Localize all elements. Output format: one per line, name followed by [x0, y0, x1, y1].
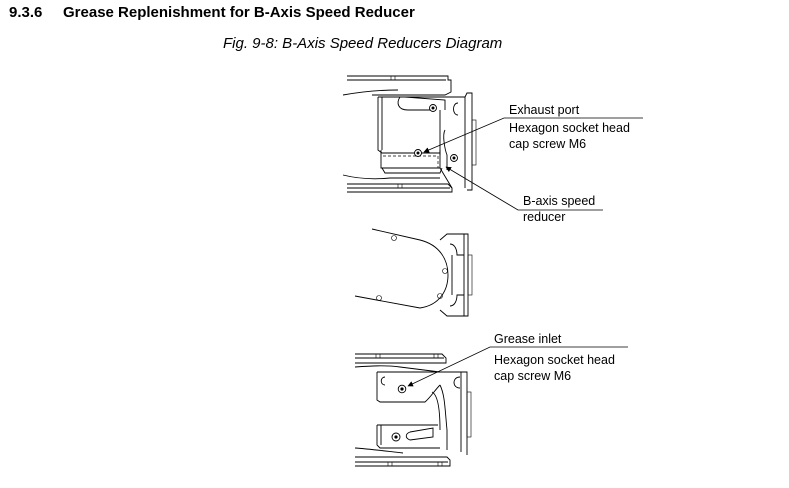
section-number: 9.3.6	[9, 4, 43, 21]
callout-b-axis-reducer: B-axis speed reducer	[523, 193, 595, 225]
top-view-drawing	[342, 75, 477, 193]
callout-exhaust-port: Exhaust port	[509, 102, 579, 118]
callout-exhaust-screw: Hexagon socket head cap screw M6	[509, 120, 630, 152]
reducer-label-line1: B-axis speed	[523, 194, 596, 208]
figure-caption: Fig. 9-8: B-Axis Speed Reducers Diagram	[223, 35, 503, 52]
section-heading: 9.3.6 Grease Replenishment for B-Axis Spe…	[9, 4, 415, 21]
middle-view-drawing	[354, 228, 473, 317]
exhaust-port-label: Exhaust port	[509, 103, 580, 117]
leader-lines	[407, 117, 643, 387]
callout-grease-inlet-screw: Hexagon socket head cap screw M6	[494, 352, 615, 384]
section-title: Grease Replenishment for B-Axis Speed Re…	[63, 4, 415, 21]
exhaust-screw-label-line2: cap screw M6	[509, 137, 587, 151]
callout-grease-inlet: Grease inlet	[494, 331, 561, 347]
grease-inlet-screw-label-line1: Hexagon socket head	[494, 353, 615, 367]
reducer-label-line2: reducer	[523, 210, 566, 224]
exhaust-port-leader	[423, 117, 643, 153]
reducer-leader	[445, 166, 603, 211]
grease-inlet-screw-label-line2: cap screw M6	[494, 369, 572, 383]
bottom-view-drawing	[354, 353, 472, 467]
exhaust-screw-label-line1: Hexagon socket head	[509, 121, 630, 135]
grease-inlet-leader	[407, 346, 628, 387]
grease-inlet-label: Grease inlet	[494, 332, 562, 346]
